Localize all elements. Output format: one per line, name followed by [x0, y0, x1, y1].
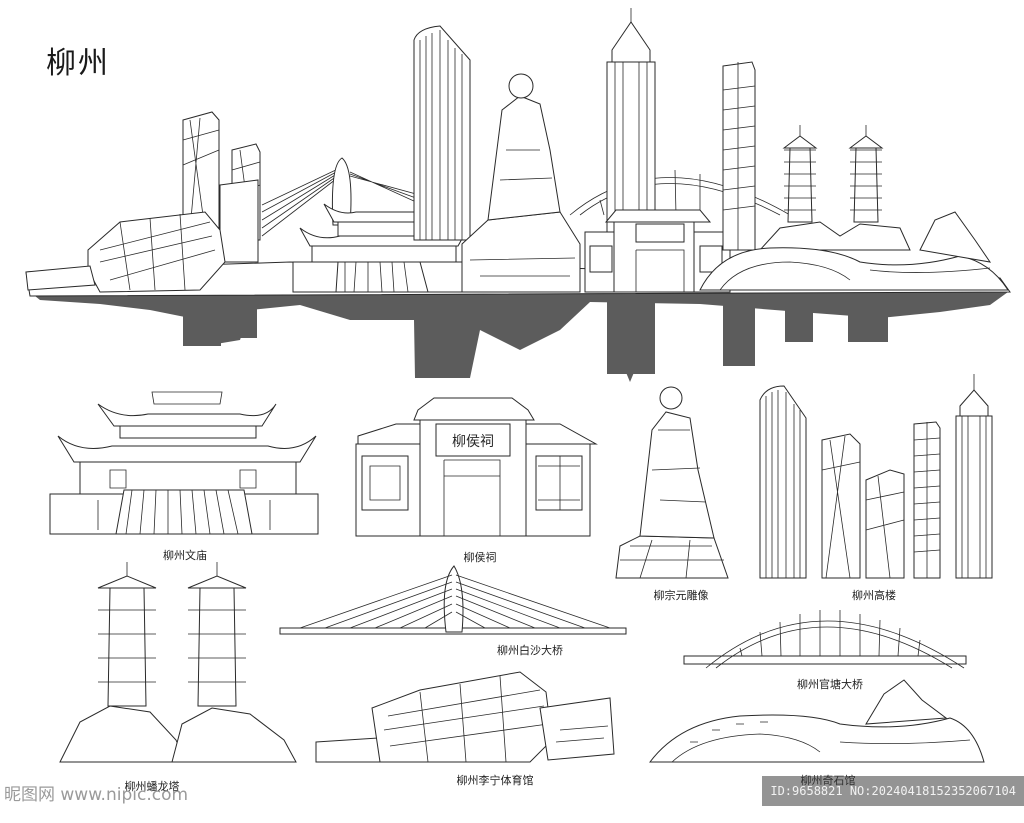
watermark-id: ID:9658821 NO:20240418152352067104: [762, 776, 1024, 806]
gate-plaque: 柳侯祠: [452, 433, 494, 450]
skyline-spire-tower: [606, 8, 656, 251]
caption-towers: 柳州高楼: [852, 589, 896, 602]
caption-houci: 柳侯祠: [463, 551, 497, 564]
skyline-pagodas: [758, 125, 911, 251]
caption-baisha-bridge: 柳州白沙大桥: [497, 644, 563, 657]
skyline-bridge: [261, 157, 461, 237]
skyline-statue: [461, 73, 581, 293]
caption-statue: 柳宗元雕像: [653, 589, 709, 602]
lining-stadium: [315, 671, 615, 763]
skyline-qishi: [699, 211, 1009, 291]
qishi-museum: [648, 679, 985, 763]
skyline-reflection: [30, 292, 1008, 382]
skyline-curved-tower: [413, 25, 471, 241]
panlong-pagodas: [59, 562, 297, 763]
page-title: 柳州: [46, 46, 110, 81]
caption-wenmiao: 柳州文庙: [163, 549, 207, 562]
guantang-bridge: [683, 610, 967, 669]
caption-guantang-bridge: 柳州官塘大桥: [797, 678, 863, 691]
houci-gate: [355, 397, 598, 537]
caption-pagodas: 柳州蟠龙塔: [124, 780, 180, 793]
wenmiao-temple: [49, 391, 319, 535]
skyline-panorama: [25, 8, 1011, 382]
baisha-bridge: [279, 565, 627, 635]
skyline-striped-tower: [722, 61, 756, 251]
city-towers: [759, 374, 993, 579]
watermark-site: 昵图网 www.nipic.com: [4, 785, 189, 805]
skyline-houci: [584, 209, 731, 293]
caption-lining-stadium: 柳州李宁体育馆: [456, 774, 534, 787]
liuzongyuan-statue: [615, 386, 729, 579]
